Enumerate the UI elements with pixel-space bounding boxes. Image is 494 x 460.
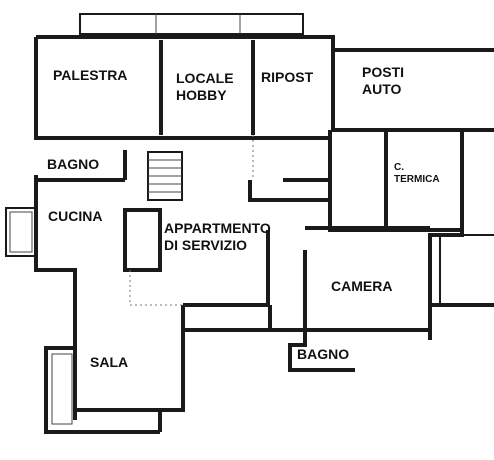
room-label-c-termica-line2: TERMICA (394, 173, 440, 185)
room-label-palestra: PALESTRA (53, 67, 128, 83)
room-label-bagno-upper: BAGNO (47, 156, 100, 172)
room-label-bagno-lower: BAGNO (297, 346, 350, 362)
room-label-posti-auto: POSTI AUTO (362, 64, 404, 97)
roof-edge (79, 13, 304, 35)
stairs (147, 151, 183, 201)
room-label-locale-hobby: LOCALE HOBBY (176, 70, 234, 103)
room-label-sala: SALA (90, 354, 129, 370)
room-label-appartamento-line1: APPARTMENTO (164, 220, 271, 236)
right-balcony (439, 234, 494, 305)
interior-walls (34, 40, 462, 372)
bottom-veranda (51, 353, 73, 425)
room-label-c-termica: C. TERMICA (394, 162, 440, 186)
room-label-cucina: CUCINA (48, 208, 103, 224)
room-label-locale-hobby-line2: HOBBY (176, 86, 227, 103)
room-label-posti-auto-line1: POSTI (362, 64, 405, 80)
left-balcony (5, 207, 37, 257)
room-label-locale-hobby-line1: LOCALE (176, 70, 234, 86)
room-label-appartamento-line2: DI SERVIZIO (164, 236, 247, 253)
room-label-appartamento-di-servizio: APPARTMENTO DI SERVIZIO (164, 220, 271, 253)
bagno-leader-line (289, 345, 355, 371)
dashed-openings (129, 135, 254, 306)
room-label-camera: CAMERA (331, 278, 393, 294)
room-label-ripost: RIPOST (261, 69, 314, 85)
room-label-c-termica-line1: C. (394, 162, 404, 173)
room-label-posti-auto-line2: AUTO (362, 80, 402, 97)
